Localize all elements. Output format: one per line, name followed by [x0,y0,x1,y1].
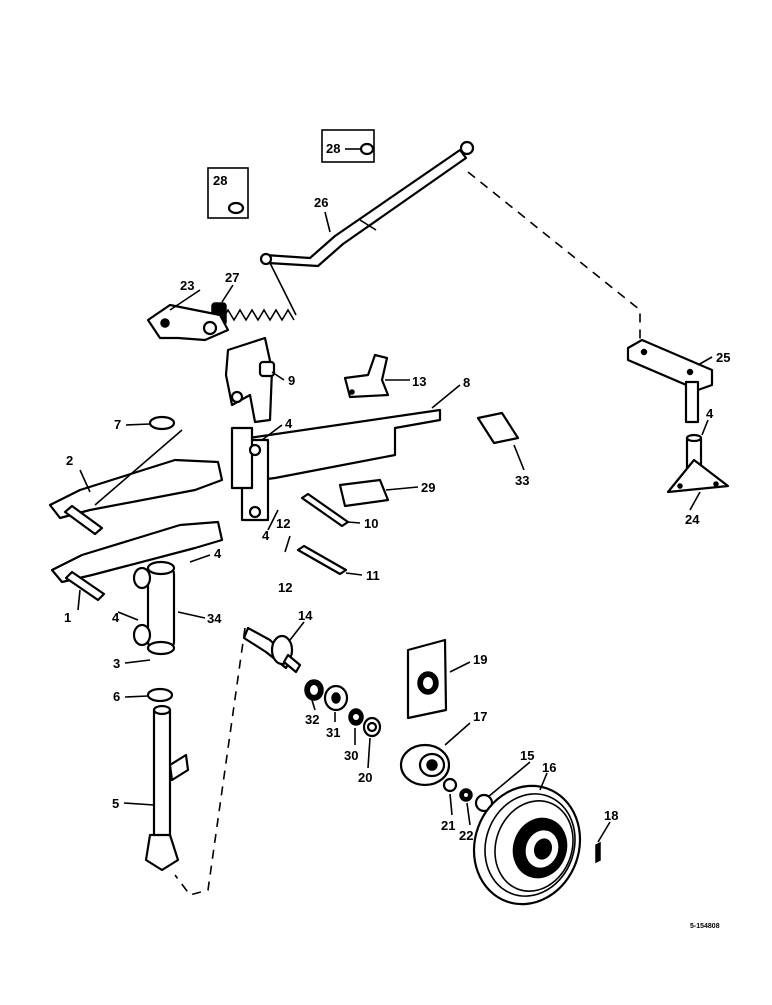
part-14-spindle-shaft [242,626,302,674]
callout-4-right: 4 [706,406,714,421]
part-10-pin [300,492,350,528]
part-5-spindle [144,704,190,872]
callout-23: 23 [180,278,194,293]
callout-28-right: 28 [326,141,340,156]
callout-6: 6 [113,689,120,704]
part-16-wheel [472,784,582,906]
part-17-hub [399,743,451,787]
callout-14: 14 [298,608,313,623]
part-31-cone [323,684,349,712]
callout-22: 22 [459,828,473,843]
part-18-bolt [595,841,601,864]
part-1-lower-arm [50,520,224,602]
callout-26: 26 [314,195,328,210]
callout-34: 34 [207,611,222,626]
callout-17: 17 [473,709,487,724]
callout-4-mid: 4 [262,528,270,543]
callout-19: 19 [473,652,487,667]
callout-4-arm: 4 [214,546,222,561]
callout-9: 9 [288,373,295,388]
part-3-housing [132,560,176,656]
callout-12-lower: 12 [278,580,292,595]
part-21-bearing [442,777,458,793]
callout-7: 7 [114,417,121,432]
dashed-link-14-to-5 [174,627,246,896]
callout-30: 30 [344,748,358,763]
part-20-cup [362,716,382,738]
callout-5: 5 [112,796,119,811]
callout-28-left: 28 [213,173,227,188]
dashed-link-26-to-25 [467,171,641,345]
part-9-bracket [224,336,276,424]
callout-25: 25 [716,350,730,365]
part-28-box-left: 28 [207,167,249,219]
callout-2: 2 [66,453,73,468]
part-25-arm [626,338,714,424]
part-6-washer [146,687,174,703]
part-26-steering-rod [259,140,475,268]
callout-27: 27 [225,270,239,285]
callout-24: 24 [685,512,700,527]
part-11-pin [296,544,348,576]
part-30-seal [348,708,364,726]
drawing-number: 5-154808 [690,923,720,930]
callout-4-top: 4 [285,416,293,431]
part-24-post-plate [666,433,730,494]
callout-33: 33 [515,473,529,488]
callout-20: 20 [358,770,372,785]
callout-12-upper: 12 [276,516,290,531]
callout-21: 21 [441,818,455,833]
callout-10: 10 [364,516,378,531]
callout-13: 13 [412,374,426,389]
part-23-steering-arm [146,303,230,342]
callout-1: 1 [64,610,71,625]
part-33-shim [476,411,520,445]
part-19-gasket [406,638,448,720]
part-7-washer [148,415,176,431]
part-28-box-right: 28 [321,129,375,163]
callout-labels: 23 27 26 9 13 8 25 4 24 33 29 10 11 4 4 … [64,195,730,843]
callout-16: 16 [542,760,556,775]
callout-29: 29 [421,480,435,495]
callout-32: 32 [305,712,319,727]
callout-15: 15 [520,748,534,763]
part-13-plate [343,353,390,399]
callout-11: 11 [366,568,380,583]
callout-3: 3 [113,656,120,671]
part-32-bearing [304,679,324,701]
part-2-upper-arm [48,429,224,536]
callout-18: 18 [604,808,618,823]
part-22-nut [459,788,473,802]
callout-8: 8 [463,375,470,390]
callout-31: 31 [326,725,340,740]
part-8-main-frame [230,408,442,522]
part-29-plate [338,478,390,508]
callout-4-left: 4 [112,610,120,625]
leader-lines [77,211,713,843]
